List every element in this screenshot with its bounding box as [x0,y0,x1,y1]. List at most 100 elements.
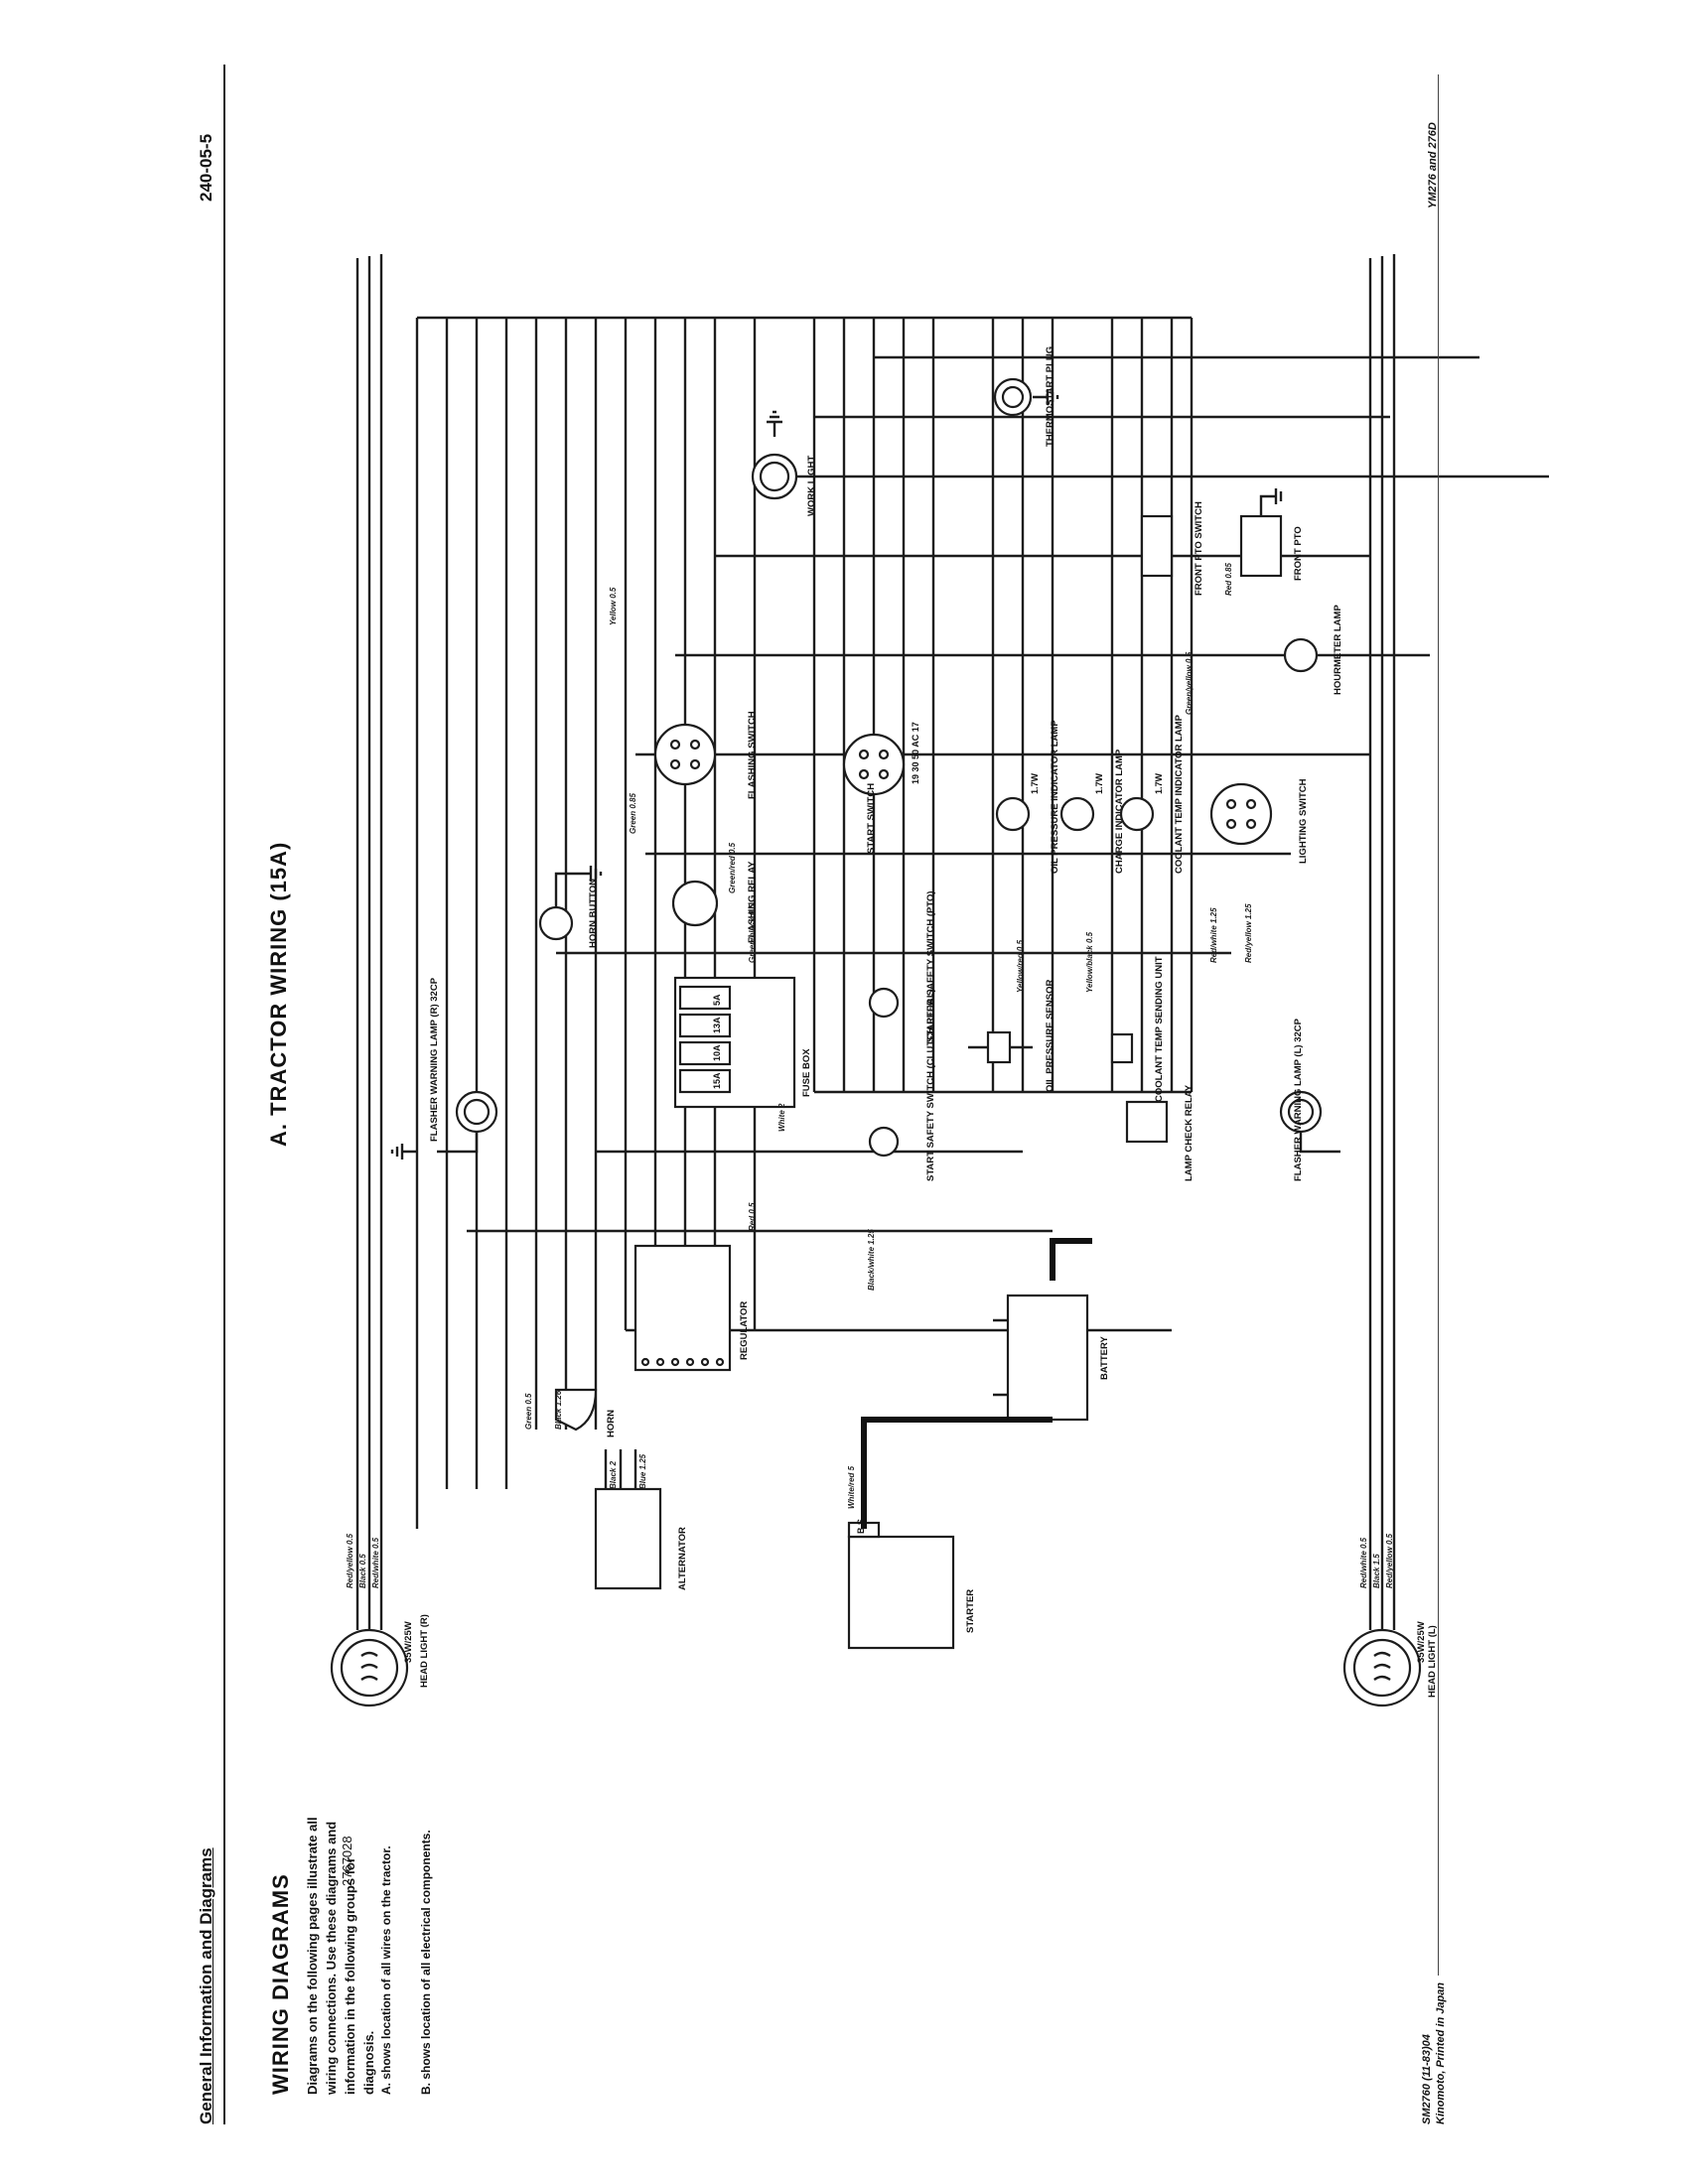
charge-lamp: 1.7W CHARGE INDICATOR LAMP [1059,749,1125,874]
wire-label: Green/red 0.5 [728,842,737,893]
coolant-temp-unit-label: COOLANT TEMP SENDING UNIT [1154,956,1165,1102]
lamp-check-relay-label: LAMP CHECK RELAY [1184,1084,1195,1181]
fuse-10a: 10A [712,1044,722,1061]
start-safety-pto: STARTER SAFETY SWITCH (PTO) [868,890,936,1042]
horn: HORN [554,1388,617,1437]
wire-label: Yellow 0.5 [609,587,618,625]
wire-label: Black/white 1.25 [867,1229,876,1291]
wire-label: Red 0.5 [748,1202,757,1231]
wire-labels: Red/yellow 0.5 Black 0.5 Red/white 0.5 R… [346,563,1394,1588]
wire-label: Black 2 [609,1460,618,1489]
flasher-lamp-l: FLASHER WARNING LAMP (L) 32CP [1279,1018,1340,1181]
flashing-switch: FLASHING SWITCH [653,711,758,799]
footer-rule [1438,74,1439,1976]
head-light-l: HEAD LIGHT (L) 35W/25W [1342,1549,1438,1707]
fuse-13a: 13A [712,1017,722,1033]
flashing-relay: FLASHING RELAY [671,861,758,943]
lighting-switch-label: LIGHTING SWITCH [1298,778,1309,864]
coolant-temp-unit: COOLANT TEMP SENDING UNIT [1110,956,1165,1102]
wire-label: Red/yellow 0.5 [346,1533,354,1588]
front-pto-label: FRONT PTO [1293,526,1304,581]
charge-lamp-label: CHARGE INDICATOR LAMP [1114,749,1125,874]
wire-label: Blue 1.25 [638,1453,647,1489]
wire-label: Red/white 0.5 [1359,1537,1368,1588]
footer-code: SM2760 (11-83)04 [1421,2034,1433,2124]
thermostart-plug-label: THERMOSTART PLUG [1045,346,1055,447]
footer-models: YM276 and 276D [1427,122,1439,208]
horn-label: HORN [606,1410,617,1437]
head-light-l-label: HEAD LIGHT (L) [1427,1625,1438,1698]
wire-label: Green/yellow 0.5 [1185,651,1194,715]
start-safety-clutch-label: START SAFETY SWITCH (CLUTCH PEDAL) [925,989,936,1181]
fuse-box-label: FUSE BOX [801,1048,812,1097]
flasher-lamp-r-label: FLASHER WARNING LAMP (R) 32CP [429,977,440,1142]
wire-label: Red 0.85 [1224,563,1233,596]
flasher-lamp-r: FLASHER WARNING LAMP (R) 32CP [429,977,498,1154]
coolant-temp-lamp-label: COOLANT TEMP INDICATOR LAMP [1174,714,1185,874]
start-safety-clutch: START SAFETY SWITCH (CLUTCH PEDAL) [868,989,936,1181]
coolant-temp-lamp-rating: 1.7W [1154,772,1164,794]
oil-pressure-lamp-rating: 1.7W [1030,772,1040,794]
fuse-15a: 15A [712,1072,722,1089]
wire-label: Black 1.26 [554,1390,563,1430]
wire-label: Yellow/red 0.5 [1016,939,1025,993]
fuse-5a: 5A [712,994,722,1006]
start-switch-label: START SWITCH [866,783,877,854]
footer-printer: Kinomoto, Printed in Japan [1435,1981,1447,2124]
battery-label: BATTERY [1099,1336,1110,1380]
oil-pressure-lamp: 1.7W OIL PRESSURE INDICATOR LAMP [995,720,1060,874]
wire-label: Black 1.5 [1372,1554,1381,1588]
alternator: ALTERNATOR [594,1449,688,1590]
front-pto-switch-label: FRONT PTO SWITCH [1194,501,1204,596]
starter: B S STARTER [847,1519,976,1650]
wire-label: Red/white 0.5 [371,1537,380,1588]
lamp-check-relay: LAMP CHECK RELAY [1125,1084,1195,1181]
harness-wires [355,254,1549,1549]
head-light-r: HEAD LIGHT (R) 35W/25W [330,1549,430,1707]
battery: BATTERY [861,1238,1110,1529]
flashing-switch-label: FLASHING SWITCH [747,711,758,799]
head-light-r-label: HEAD LIGHT (R) [419,1614,430,1688]
regulator: REGULATOR [633,1244,750,1372]
wire-label: Green/black 0.5 [748,903,757,963]
wire-label: Red/yellow 0.5 [1385,1533,1394,1588]
coolant-temp-lamp: 1.7W COOLANT TEMP INDICATOR LAMP [1119,714,1185,874]
hourmeter-lamp-label: HOURMETER LAMP [1333,605,1343,695]
horn-button-label: HORN BUTTON [588,879,599,948]
oil-pressure-lamp-label: OIL PRESSURE INDICATOR LAMP [1050,720,1060,874]
work-light: WORK LIGHT [751,453,817,516]
hourmeter-lamp: HOURMETER LAMP [1283,605,1343,695]
work-light-label: WORK LIGHT [806,456,817,516]
charge-lamp-rating: 1.7W [1094,772,1104,794]
wire-label: Red/yellow 1.25 [1244,903,1253,963]
wire-label: Yellow/black 0.5 [1085,931,1094,993]
footer-left: SM2760 (11-83)04 Kinomoto, Printed in Ja… [1420,1926,1448,2124]
front-pto: FRONT PTO [1239,514,1304,581]
wire-label: White/red 5 [847,1465,856,1509]
regulator-label: REGULATOR [739,1301,750,1360]
start-safety-pto-label: STARTER SAFETY SWITCH (PTO) [925,890,936,1042]
wire-label: Green 0.85 [629,793,637,834]
alternator-label: ALTERNATOR [677,1527,688,1590]
wire-label: Red/white 1.25 [1209,907,1218,963]
oil-pressure-sensor: OIL PRESSURE SENSOR [968,980,1055,1092]
wire-label: Green 0.5 [524,1393,533,1430]
starter-label: STARTER [965,1589,976,1633]
start-switch: 19 30 50 AC 17 START SWITCH [842,722,920,854]
flasher-lamp-l-label: FLASHER WARNING LAMP (L) 32CP [1293,1018,1304,1181]
flashing-relay-label: FLASHING RELAY [747,861,758,943]
thermostart-plug: THERMOSTART PLUG [993,346,1055,447]
lighting-switch: LIGHTING SWITCH [1209,778,1309,864]
fuse-box: 15A 10A 13A 5A FUSE BOX [673,976,812,1109]
head-light-l-rating: 35W/25W [1416,1621,1427,1663]
wire-label: White 2 [777,1103,786,1132]
horn-button: HORN BUTTON [538,872,599,948]
start-switch-terminals: 19 30 50 AC 17 [911,722,920,784]
ground-symbols [390,389,1283,1160]
oil-pressure-sensor-label: OIL PRESSURE SENSOR [1045,980,1055,1092]
front-pto-switch: FRONT PTO SWITCH [1140,501,1204,596]
wire-label: Black 0.5 [358,1554,367,1588]
head-light-r-rating: 35W/25W [403,1621,414,1663]
